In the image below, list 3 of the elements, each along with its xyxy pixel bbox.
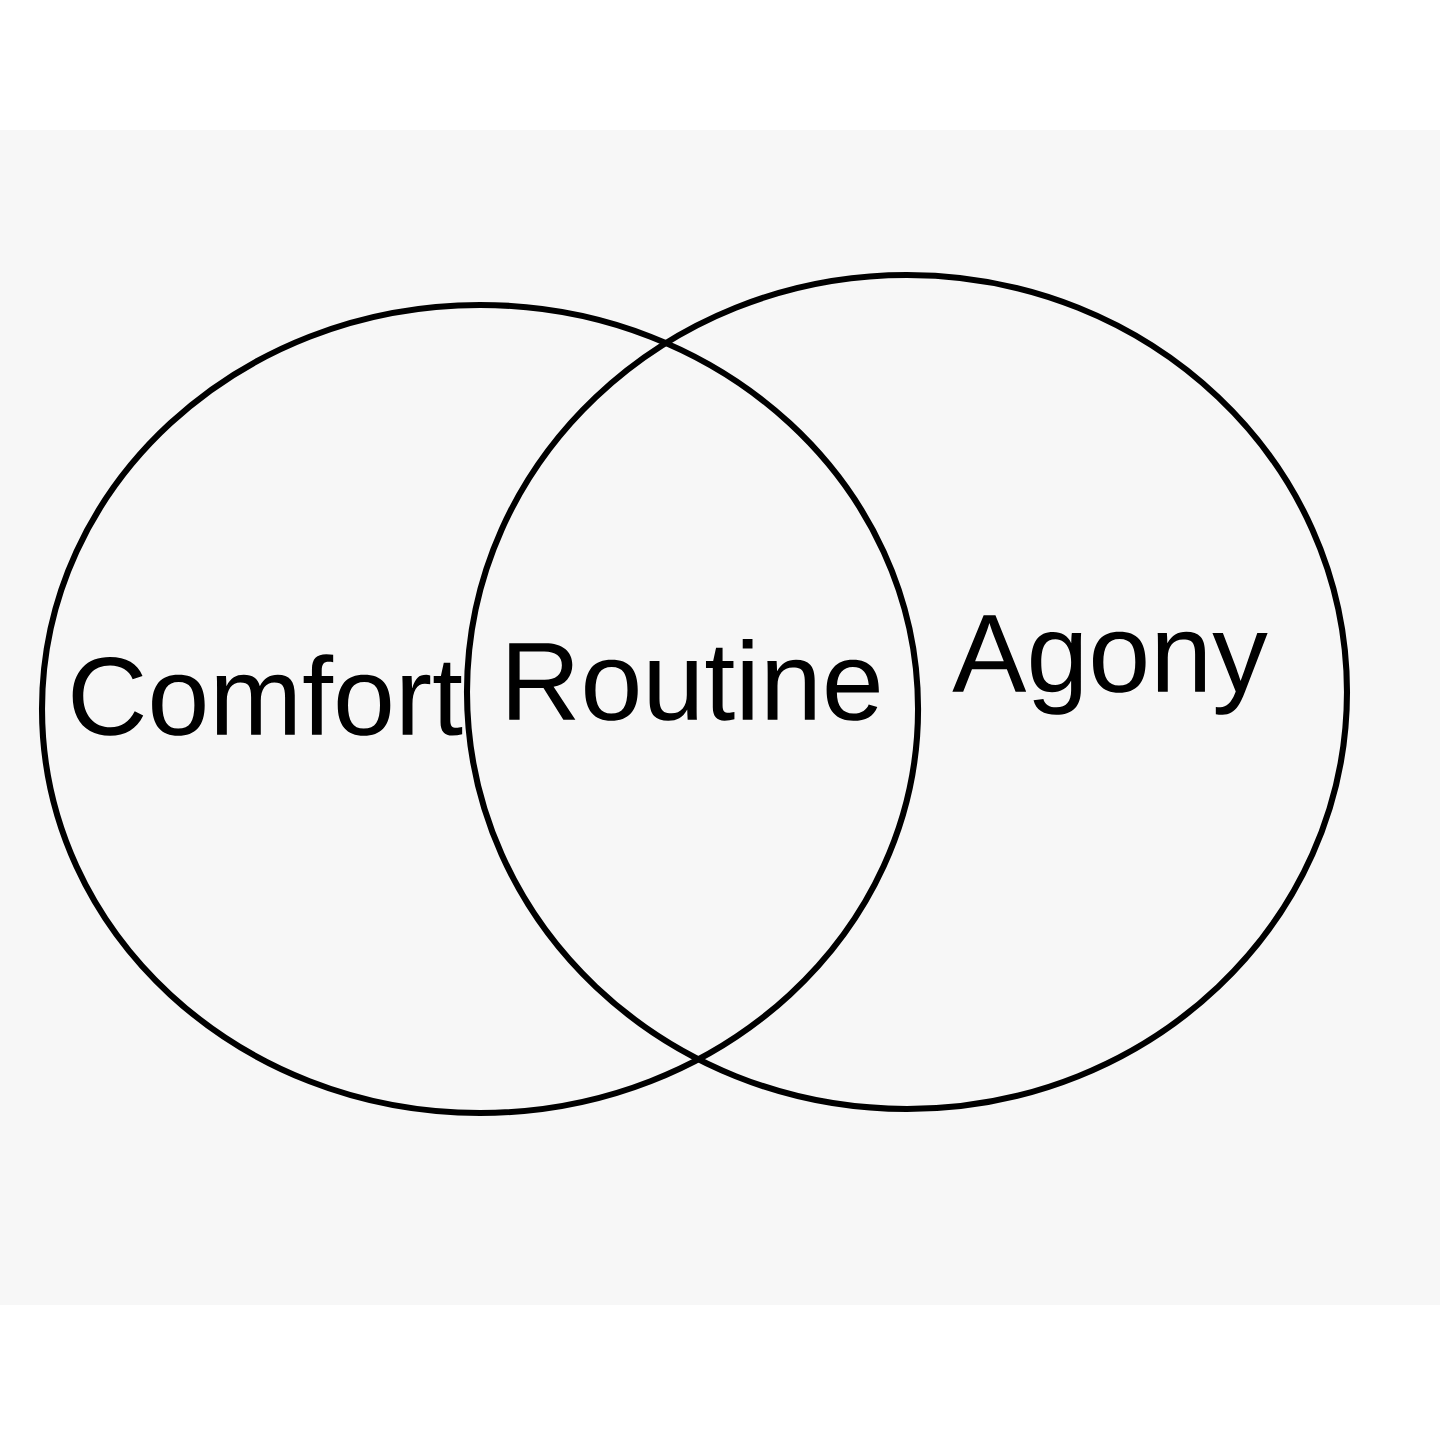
overlap-label: Routine (509, 639, 879, 721)
circle-label: Comfort (72, 654, 463, 736)
circle-label: Agony (952, 615, 1268, 715)
